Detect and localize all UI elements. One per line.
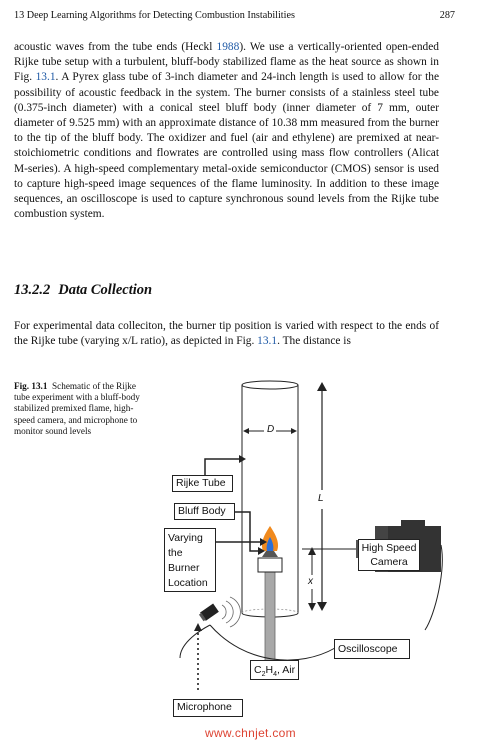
sound-wave-1 bbox=[221, 604, 227, 620]
rijke-tube-schematic: Rijke Tube Bluff Body Varying the Burner… bbox=[150, 375, 450, 725]
label-high-speed-camera: High Speed Camera bbox=[358, 539, 420, 571]
scope-cable-b bbox=[179, 624, 211, 659]
fuel-sub-2: 2 bbox=[261, 671, 266, 679]
sound-wave-3 bbox=[229, 596, 241, 628]
bluff-body-cone bbox=[262, 551, 278, 557]
bluff-body-pointer-head bbox=[258, 547, 265, 555]
burner-holder bbox=[257, 557, 283, 573]
label-microphone: Microphone bbox=[173, 699, 243, 717]
label-fuel-inlet: C2H4, Air bbox=[250, 660, 299, 680]
dim-d-arrow-left bbox=[243, 428, 249, 434]
watermark: www.chnjet.com bbox=[205, 726, 296, 740]
label-rijke-tube: Rijke Tube bbox=[172, 475, 233, 492]
sound-wave-2 bbox=[225, 600, 234, 624]
dim-l-arrow-top bbox=[317, 382, 327, 391]
figure-link-13-1[interactable]: 13.1 bbox=[35, 71, 56, 84]
dim-x-arrow-top bbox=[308, 547, 316, 555]
label-oscilloscope: Oscilloscope bbox=[334, 639, 410, 659]
paragraph-2-text-a: For experimental data colleciton, the bu… bbox=[14, 320, 439, 348]
paragraph-2: For experimental data colleciton, the bu… bbox=[14, 319, 439, 349]
label-varying-burner: Varying the Burner Location bbox=[164, 528, 216, 592]
dim-l-arrow-bottom bbox=[317, 602, 327, 611]
microphone-dotted-arrow bbox=[194, 623, 202, 631]
fuel-c: C bbox=[254, 664, 262, 676]
dim-x-arrow-bottom bbox=[308, 603, 316, 611]
running-header: 13 Deep Learning Algorithms for Detectin… bbox=[14, 10, 455, 26]
microphone-icon bbox=[198, 603, 219, 622]
paragraph-2-text-b: . The distance is bbox=[277, 335, 351, 348]
label-bluff-body: Bluff Body bbox=[174, 503, 235, 520]
rijke-tube-pointer-head bbox=[239, 455, 246, 463]
paragraph-1-text-b: ). We use a vertically-oriented open-end… bbox=[14, 41, 439, 84]
burner-tube bbox=[264, 568, 276, 662]
figure-link-13-1-b[interactable]: 13.1 bbox=[257, 335, 278, 348]
bluff-body-pointer bbox=[235, 511, 260, 552]
section-title-text: Data Collection bbox=[58, 282, 153, 298]
scope-cable-a bbox=[209, 624, 336, 661]
dim-d-label: D bbox=[267, 424, 275, 435]
tube-top-rim bbox=[241, 380, 299, 390]
fuel-sub-4: 4 bbox=[273, 671, 277, 679]
paragraph-1-text-a: acoustic waves from the tube ends (Heckl bbox=[14, 41, 217, 53]
dim-l-label: L bbox=[318, 493, 324, 504]
camera-handle bbox=[401, 520, 425, 527]
figure-caption: Fig. 13.1 Schematic of the Rijke tube ex… bbox=[14, 381, 144, 437]
dim-x-label: x bbox=[308, 576, 313, 587]
varying-burner-pointer-head bbox=[260, 538, 267, 546]
fuel-h: H bbox=[265, 664, 274, 676]
dim-d-arrow-right bbox=[291, 428, 297, 434]
section-heading: 13.2.2 Data Collection bbox=[14, 282, 152, 299]
citation-link-heckl[interactable]: 1988 bbox=[216, 41, 240, 53]
label-high-speed-camera-box: High Speed Camera bbox=[358, 539, 420, 571]
paragraph-1: acoustic waves from the tube ends (Heckl… bbox=[14, 40, 439, 222]
figure-label: Fig. 13.1 bbox=[14, 381, 48, 391]
figure-caption-text: Schematic of the Rijke tube experiment w… bbox=[14, 381, 140, 436]
page-number: 287 bbox=[439, 10, 455, 21]
camera-cable bbox=[424, 544, 443, 631]
fuel-air: , Air bbox=[277, 664, 296, 676]
flame-inner bbox=[266, 537, 274, 551]
section-number: 13.2.2 bbox=[14, 282, 51, 298]
paragraph-1-text-c: . A Pyrex glass tube of 3-inch diameter … bbox=[14, 71, 439, 221]
chapter-title: 13 Deep Learning Algorithms for Detectin… bbox=[14, 10, 295, 21]
